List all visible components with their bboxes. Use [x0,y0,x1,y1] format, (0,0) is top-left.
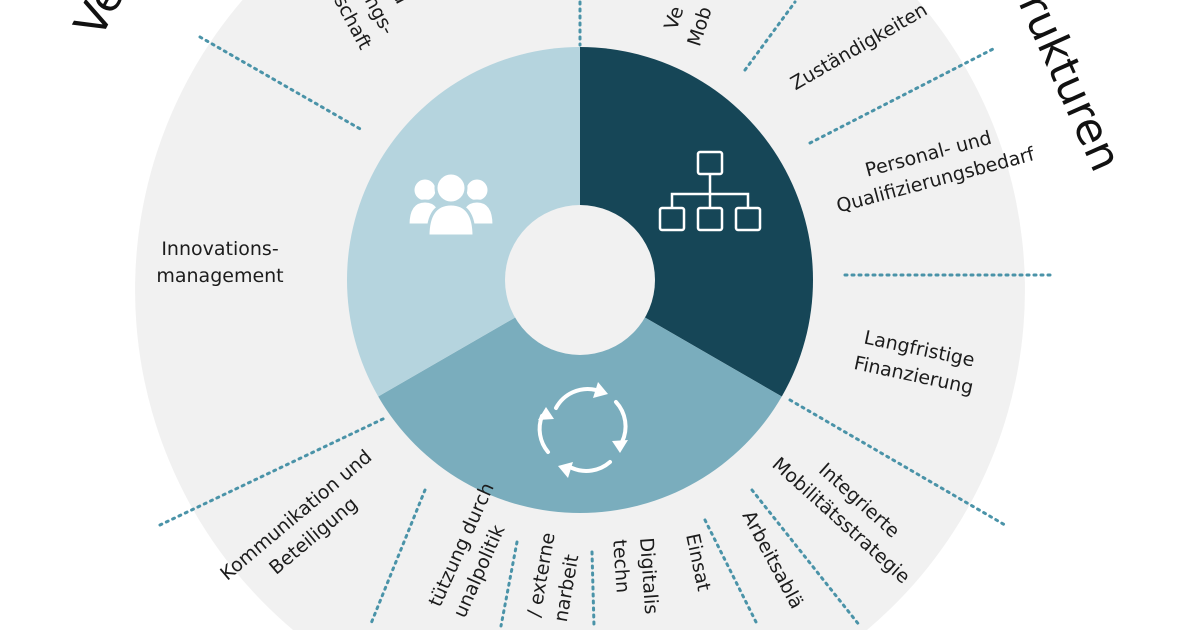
dotted-divider [590,550,596,628]
cycle-arrows-icon [537,382,628,478]
dotted-divider [158,416,387,527]
people-group-icon [406,171,496,238]
segment-processes [378,280,782,513]
dotted-divider [788,398,1007,527]
factor-label-line: techn [608,539,634,594]
dotted-divider [368,488,427,628]
factor-label: Digitalistechn [608,537,662,617]
dotted-divider [750,488,862,628]
dotted-divider [703,518,760,628]
factor-label-line: Digitalis [635,537,662,615]
factor-label-line: Innovations- [161,238,278,260]
factor-label-line: d [388,0,413,8]
factor-label-line: management [156,265,283,287]
dotted-divider [743,0,797,72]
divider-lines [158,0,1057,628]
factor-label: Innovations-management [156,238,283,287]
center-hole [505,205,655,355]
dotted-divider [198,35,364,132]
dotted-divider [808,46,997,145]
dotted-divider [499,540,519,628]
org-chart-icon [658,150,762,232]
title-left-fragment: Ve [65,0,135,45]
